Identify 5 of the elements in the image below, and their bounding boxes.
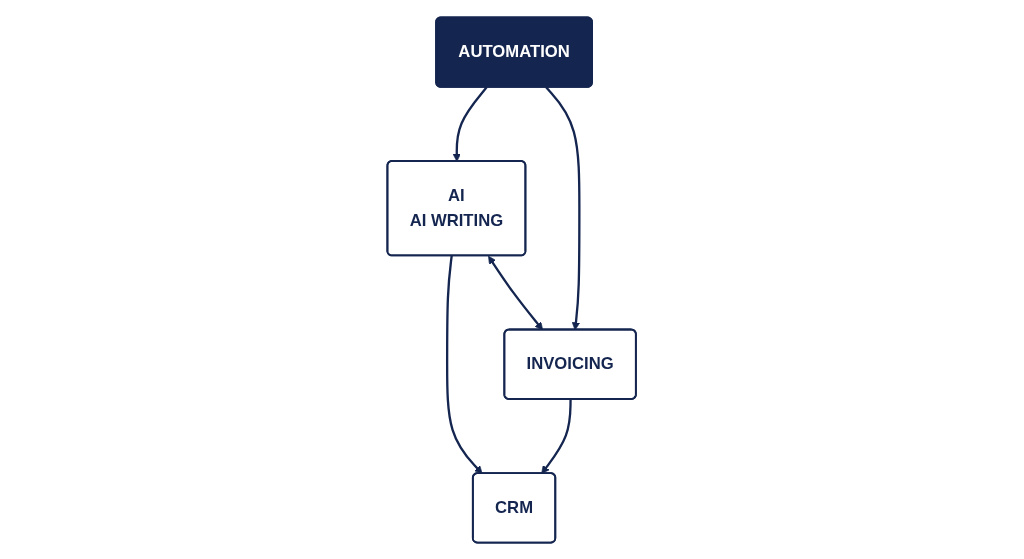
arrow: [488, 255, 544, 330]
arrow: [453, 86, 488, 162]
arrow: [541, 398, 573, 474]
arrow: [545, 86, 581, 330]
arrow: [446, 255, 483, 474]
